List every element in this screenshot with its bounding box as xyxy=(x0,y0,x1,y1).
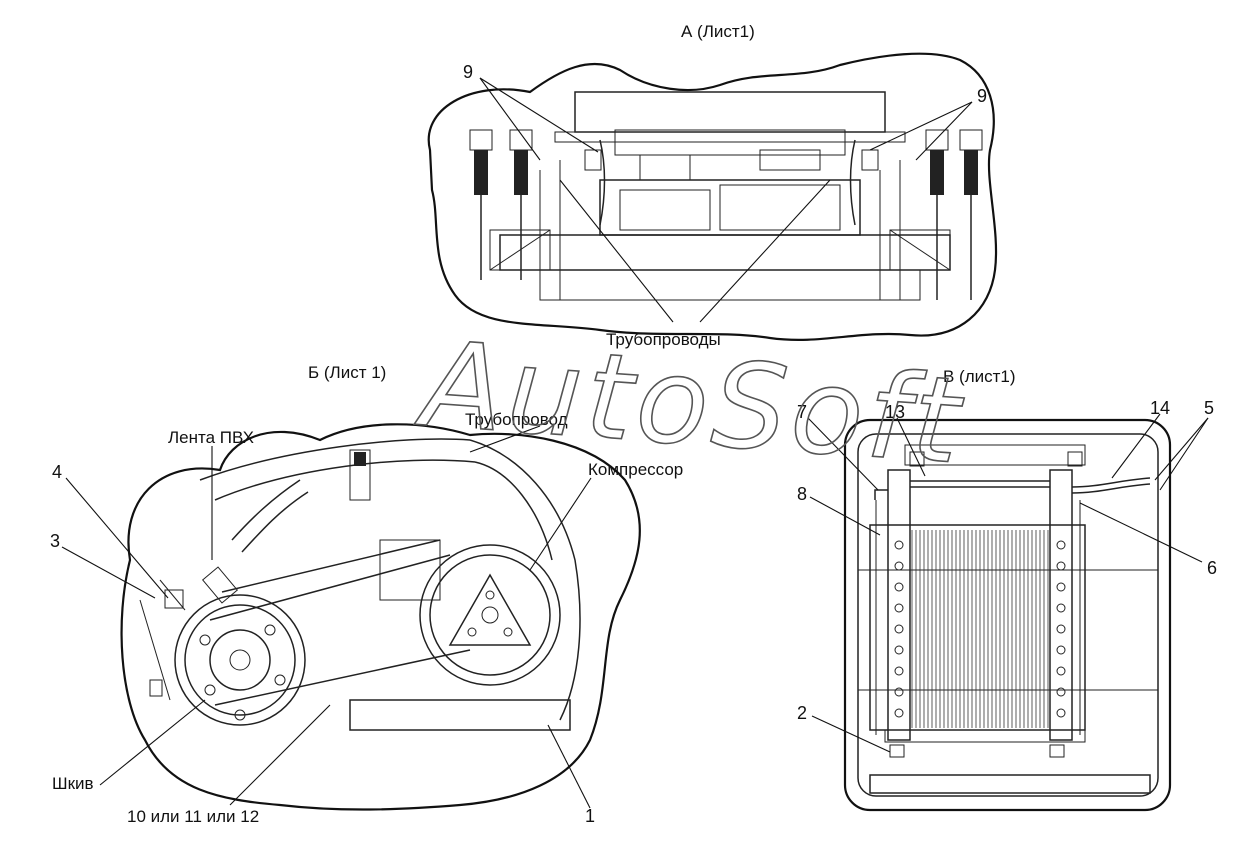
radiator-bolt xyxy=(894,540,904,550)
radiator-bolt xyxy=(894,582,904,592)
radiator-bolt xyxy=(1056,624,1066,634)
view-a-drawing xyxy=(427,52,998,341)
radiator-bolt xyxy=(1056,708,1066,718)
view-b-label-pulley: Шкив xyxy=(52,774,94,793)
view-v-callout-2: 2 xyxy=(797,703,807,723)
view-a-title: А (Лист1) xyxy=(681,22,755,41)
radiator-bolt xyxy=(1056,666,1066,676)
view-b-label-belt-variants: 10 или 11 или 12 xyxy=(127,807,259,826)
view-v-callout-8: 8 xyxy=(797,484,807,504)
radiator-bolt xyxy=(1056,687,1066,697)
view-a-callout-9-left: 9 xyxy=(463,62,473,82)
view-v-callout-7: 7 xyxy=(797,402,807,422)
radiator-bolt xyxy=(1056,582,1066,592)
view-b-callout-4: 4 xyxy=(52,462,62,482)
radiator-bolt xyxy=(1056,561,1066,571)
view-a-label-pipelines: Трубопроводы xyxy=(606,330,721,349)
view-v-callout-13: 13 xyxy=(885,402,905,422)
radiator-bolt xyxy=(894,624,904,634)
watermark: AutoSoft xyxy=(412,314,968,490)
view-b-label-pvc-tape: Лента ПВХ xyxy=(168,428,254,447)
radiator-bolt xyxy=(1056,603,1066,613)
view-b-callout-3: 3 xyxy=(50,531,60,551)
view-v-title: В (лист1) xyxy=(943,367,1016,386)
view-v-callout-14: 14 xyxy=(1150,398,1170,418)
view-b-label-pipeline: Трубопровод xyxy=(465,410,568,429)
radiator-bolts xyxy=(894,540,1066,718)
radiator-bolt xyxy=(1056,540,1066,550)
radiator-bolt xyxy=(1056,645,1066,655)
view-v-callout-5: 5 xyxy=(1204,398,1214,418)
view-v-callout-6: 6 xyxy=(1207,558,1217,578)
radiator-bolt xyxy=(894,645,904,655)
radiator-bolt xyxy=(894,687,904,697)
view-b-title: Б (Лист 1) xyxy=(308,363,386,382)
view-v-leaders xyxy=(807,413,1209,753)
radiator-bolt xyxy=(894,561,904,571)
radiator-fins xyxy=(911,530,1049,728)
radiator-bolt xyxy=(894,666,904,676)
view-b-callout-1: 1 xyxy=(585,806,595,826)
view-v-drawing xyxy=(843,418,1172,812)
view-b-label-compressor: Компрессор xyxy=(588,460,683,479)
radiator-bolt xyxy=(894,708,904,718)
view-b-drawing xyxy=(61,423,641,811)
radiator-bolt xyxy=(894,603,904,613)
view-a-callout-9-right: 9 xyxy=(977,86,987,106)
